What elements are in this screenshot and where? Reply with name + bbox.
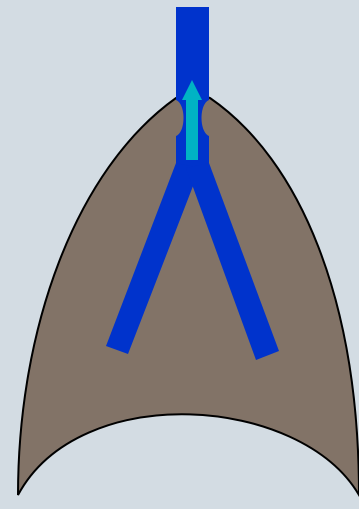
diagram-canvas xyxy=(0,0,359,509)
respiratory-diagram xyxy=(0,0,359,509)
